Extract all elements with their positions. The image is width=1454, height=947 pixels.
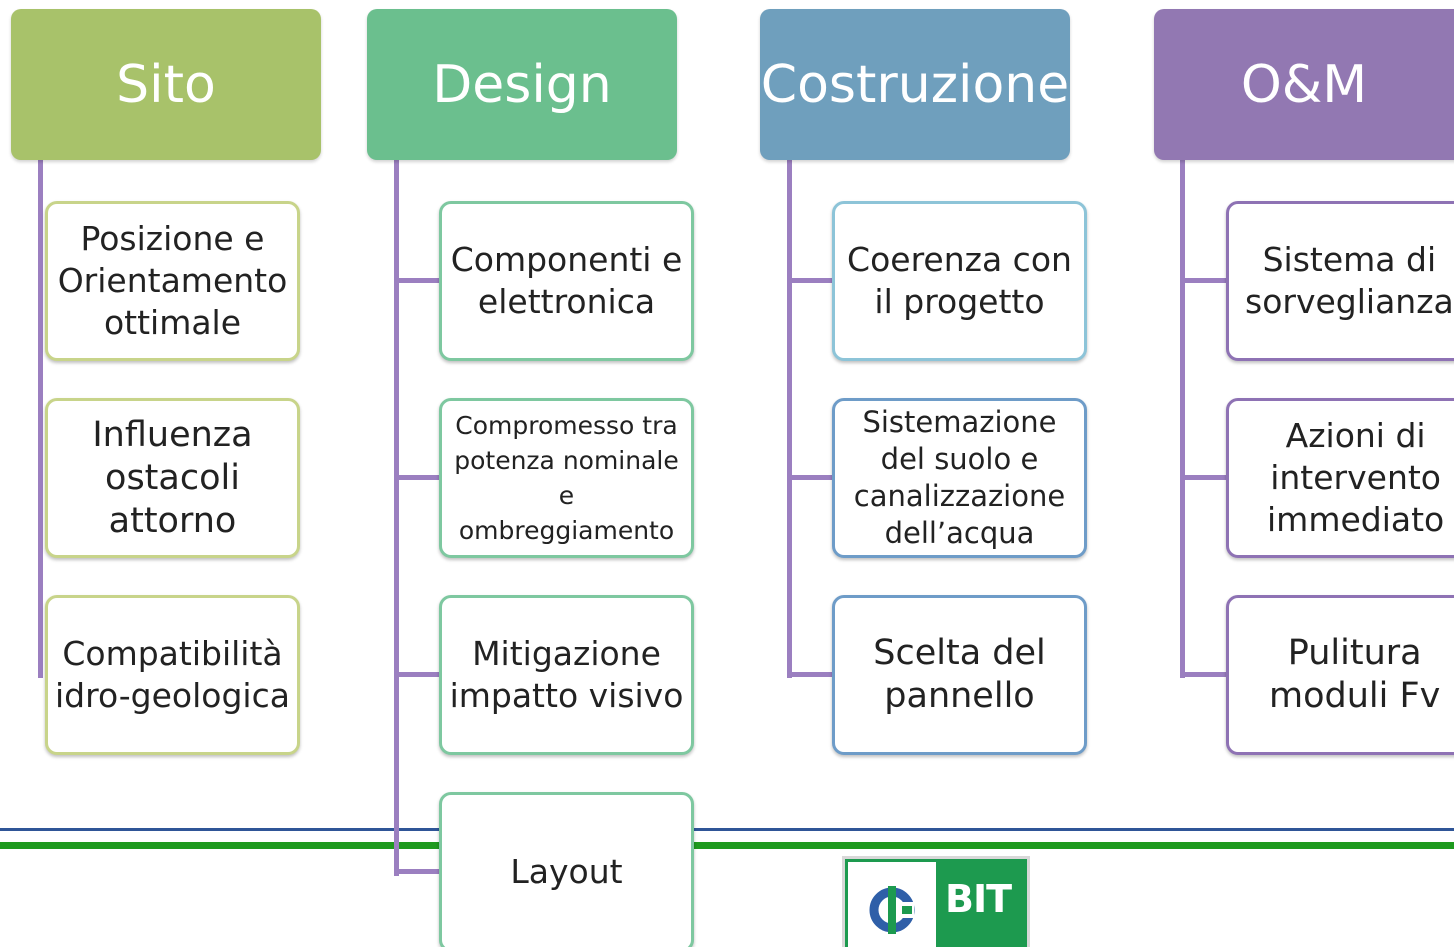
- box-coerenza-progetto-label: Coerenza con il progetto: [847, 240, 1072, 321]
- header-costruzione: Costruzione: [760, 9, 1070, 160]
- box-sistema-sorveglianza-label: Sistema di sorveglianza: [1245, 240, 1454, 321]
- om-connector-vertical: [1180, 160, 1185, 678]
- box-compatibilita-idrogeologica-label: Compatibilità idro-geologica: [55, 634, 290, 715]
- box-componenti-elettronica: Componenti e elettronica: [439, 201, 694, 361]
- bit-logo-mark-icon: [848, 862, 936, 947]
- box-sistema-sorveglianza: Sistema di sorveglianza: [1226, 201, 1454, 361]
- box-layout: Layout: [439, 792, 694, 947]
- box-influenza-ostacoli-label: Influenza ostacoli attorno: [92, 414, 253, 541]
- design-connector-vertical: [394, 160, 399, 876]
- box-mitigazione-impatto: Mitigazione impatto visivo: [439, 595, 694, 755]
- costruzione-connector-2: [787, 475, 835, 480]
- design-connector-1: [394, 278, 442, 283]
- om-connector-2: [1180, 475, 1228, 480]
- box-azioni-intervento-label: Azioni di intervento immediato: [1267, 416, 1445, 539]
- box-pulitura-moduli-label: Pulitura moduli Fv: [1269, 633, 1441, 716]
- box-layout-label: Layout: [510, 852, 623, 891]
- om-connector-3: [1180, 672, 1228, 677]
- blue-rule-line: [0, 828, 1454, 831]
- header-sito: Sito: [11, 9, 321, 160]
- box-posizione-orientamento-label: Posizione e Orientamento ottimale: [57, 219, 288, 342]
- header-om-label: O&M: [1240, 54, 1368, 115]
- sito-connector-vertical: [38, 160, 43, 678]
- header-om: O&M: [1154, 9, 1454, 160]
- design-connector-4: [394, 869, 442, 874]
- green-rule-line: [0, 842, 1454, 849]
- box-coerenza-progetto: Coerenza con il progetto: [832, 201, 1087, 361]
- header-sito-label: Sito: [116, 54, 216, 115]
- box-pulitura-moduli: Pulitura moduli Fv: [1226, 595, 1454, 755]
- design-connector-2: [394, 475, 442, 480]
- box-posizione-orientamento: Posizione e Orientamento ottimale: [45, 201, 300, 361]
- box-influenza-ostacoli: Influenza ostacoli attorno: [45, 398, 300, 558]
- box-compromesso-potenza: Compromesso tra potenza nominale e ombre…: [439, 398, 694, 558]
- box-scelta-pannello: Scelta del pannello: [832, 595, 1087, 755]
- box-componenti-elettronica-label: Componenti e elettronica: [450, 240, 683, 321]
- costruzione-connector-1: [787, 278, 835, 283]
- box-sistemazione-suolo-label: Sistemazione del suolo e canalizzazione …: [853, 405, 1066, 550]
- box-azioni-intervento: Azioni di intervento immediato: [1226, 398, 1454, 558]
- header-costruzione-label: Costruzione: [760, 54, 1070, 115]
- costruzione-connector-3: [787, 672, 835, 677]
- bit-logo: BIT: [842, 856, 1030, 947]
- design-connector-3: [394, 672, 442, 677]
- box-compromesso-potenza-label: Compromesso tra potenza nominale e ombre…: [454, 411, 679, 545]
- box-compatibilita-idrogeologica: Compatibilità idro-geologica: [45, 595, 300, 755]
- header-design: Design: [367, 9, 677, 160]
- bit-logo-text: BIT: [945, 877, 1012, 921]
- box-mitigazione-impatto-label: Mitigazione impatto visivo: [449, 634, 684, 715]
- box-sistemazione-suolo: Sistemazione del suolo e canalizzazione …: [832, 398, 1087, 558]
- om-connector-1: [1180, 278, 1228, 283]
- box-scelta-pannello-label: Scelta del pannello: [873, 633, 1046, 716]
- costruzione-connector-vertical: [787, 160, 792, 678]
- header-design-label: Design: [432, 54, 612, 115]
